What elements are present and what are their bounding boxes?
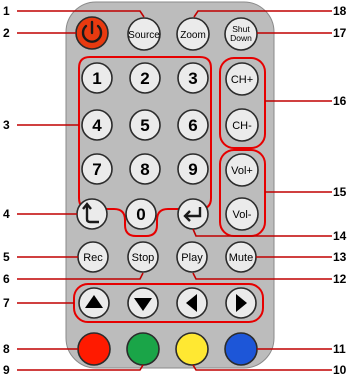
digit-button-3[interactable]: 3 (177, 62, 209, 94)
callout-8: 8 (3, 342, 10, 356)
callout-16: 16 (333, 94, 347, 108)
arrow-up-button[interactable] (78, 287, 110, 319)
callout-1: 1 (3, 4, 10, 18)
digit-label: 6 (188, 116, 197, 135)
volume-down-button[interactable]: Vol- (225, 197, 259, 231)
zoom-button[interactable]: Zoom (176, 17, 210, 51)
channel-up-button[interactable]: CH+ (225, 62, 259, 96)
source-label: Source (128, 30, 160, 41)
digit-label: 0 (136, 205, 145, 224)
power-icon (81, 20, 103, 43)
callout-11: 11 (333, 342, 346, 356)
digit-label: 8 (140, 160, 149, 179)
digit-button-7[interactable]: 7 (81, 153, 113, 185)
arrow-down-icon (134, 298, 152, 311)
green-button[interactable] (126, 332, 160, 366)
digit-button-1[interactable]: 1 (81, 62, 113, 94)
channel-group-outline (219, 57, 266, 149)
volume-up-button[interactable]: Vol+ (225, 153, 259, 187)
shutdown-label-line1: Shut (232, 24, 250, 34)
digit-label: 7 (92, 160, 101, 179)
callout-14: 14 (333, 229, 347, 243)
remote-body (65, 1, 275, 369)
play-label: Play (181, 252, 203, 264)
callout-18: 18 (333, 4, 347, 18)
channel-down-label: CH- (232, 120, 252, 132)
callout-10: 10 (333, 363, 347, 374)
arrow-right-button[interactable] (225, 287, 257, 319)
callout-7: 7 (3, 296, 10, 310)
digit-label: 9 (188, 160, 197, 179)
callout-numbers: 1 2 3 4 5 6 7 8 9 10 11 12 13 14 15 16 1… (3, 4, 347, 374)
mute-label: Mute (229, 252, 253, 264)
digit-label: 3 (188, 69, 197, 88)
red-button[interactable] (77, 332, 111, 366)
digit-button-4[interactable]: 4 (81, 109, 113, 141)
record-label: Rec (83, 252, 103, 264)
blue-button[interactable] (224, 332, 258, 366)
callout-6: 6 (3, 272, 10, 286)
callout-15: 15 (333, 185, 347, 199)
digit-button-6[interactable]: 6 (177, 109, 209, 141)
callout-4: 4 (3, 207, 10, 221)
record-button[interactable]: Rec (77, 241, 109, 273)
play-button[interactable]: Play (176, 241, 208, 273)
stop-button[interactable]: Stop (127, 241, 159, 273)
shutdown-label-line2: Down (230, 33, 252, 43)
arrow-down-button[interactable] (127, 287, 159, 319)
digit-button-0[interactable]: 0 (125, 198, 157, 230)
enter-icon (183, 207, 202, 222)
digit-button-5[interactable]: 5 (129, 109, 161, 141)
volume-down-label: Vol- (233, 209, 252, 221)
power-button[interactable] (75, 16, 109, 50)
callout-12: 12 (333, 272, 347, 286)
digit-label: 2 (140, 69, 149, 88)
zoom-label: Zoom (180, 30, 206, 41)
callout-2: 2 (3, 26, 10, 40)
arrow-right-icon (236, 294, 247, 312)
stop-label: Stop (132, 252, 155, 264)
volume-up-label: Vol+ (231, 165, 253, 177)
shutdown-button[interactable]: Shut Down (224, 17, 258, 51)
callout-5: 5 (3, 250, 10, 264)
back-button[interactable] (76, 198, 108, 230)
digit-label: 4 (92, 116, 102, 135)
digit-button-8[interactable]: 8 (129, 153, 161, 185)
mute-button[interactable]: Mute (225, 241, 257, 273)
digit-button-9[interactable]: 9 (177, 153, 209, 185)
arrow-up-icon (85, 295, 103, 308)
back-icon (82, 202, 99, 224)
leader-lines (17, 10, 332, 371)
callout-13: 13 (333, 250, 347, 264)
enter-button[interactable] (177, 198, 209, 230)
digit-label: 5 (140, 116, 149, 135)
yellow-button[interactable] (175, 332, 209, 366)
source-button[interactable]: Source (127, 17, 161, 51)
digit-button-2[interactable]: 2 (129, 62, 161, 94)
callout-9: 9 (3, 363, 10, 374)
callout-17: 17 (333, 26, 347, 40)
callout-3: 3 (3, 118, 10, 132)
arrow-left-button[interactable] (176, 287, 208, 319)
arrow-left-icon (186, 294, 197, 312)
digit-label: 1 (92, 69, 101, 88)
channel-down-button[interactable]: CH- (225, 108, 259, 142)
channel-up-label: CH+ (231, 74, 253, 86)
